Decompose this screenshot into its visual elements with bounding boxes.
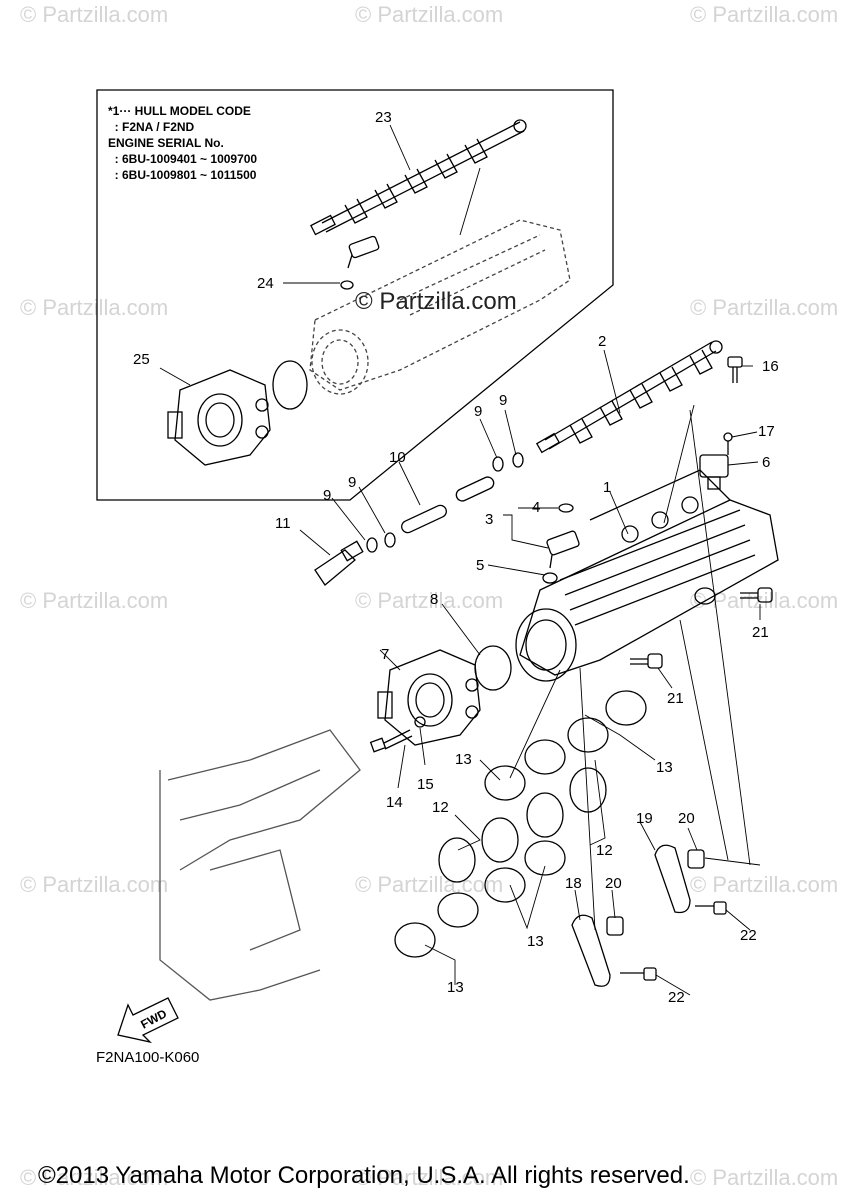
callout-14[interactable]: 14	[386, 794, 403, 811]
inset-fuel-rail	[310, 119, 527, 236]
callout-9[interactable]: 9	[499, 392, 508, 409]
bolts-21	[630, 587, 773, 669]
watermark: © Partzilla.com	[690, 1165, 839, 1190]
leader-lines	[159, 124, 761, 996]
copyright-notice: ©2013 Yamaha Motor Corporation, U.S.A. A…	[38, 1162, 690, 1189]
oring-8	[474, 645, 512, 691]
inset-note-line: *1··· HULL MODEL CODE	[108, 104, 251, 118]
callout-16[interactable]: 16	[762, 358, 779, 375]
callout-21[interactable]: 21	[752, 624, 769, 641]
watermark: © Partzilla.com	[355, 588, 504, 613]
intake-manifold	[515, 469, 779, 682]
callout-6[interactable]: 6	[762, 454, 771, 471]
callout-5[interactable]: 5	[476, 557, 485, 574]
callout-20[interactable]: 20	[678, 810, 695, 827]
callout-13[interactable]: 13	[656, 759, 673, 776]
watermark: © Partzilla.com	[355, 872, 504, 897]
callout-1[interactable]: 1	[603, 479, 612, 496]
callout-12[interactable]: 12	[596, 842, 613, 859]
callout-24[interactable]: 24	[257, 275, 274, 292]
inset-note-line: : 6BU-1009801 ~ 1011500	[108, 168, 257, 182]
intake-duct	[159, 729, 361, 1001]
inset-note: *1··· HULL MODEL CODE : F2NA / F2ND ENGI…	[108, 103, 257, 183]
inset-frame	[96, 89, 614, 501]
fwd-arrow	[117, 997, 179, 1044]
bolt-14	[369, 716, 426, 753]
callout-2[interactable]: 2	[598, 333, 607, 350]
callout-25[interactable]: 25	[133, 351, 150, 368]
watermark: © Partzilla.com	[355, 1165, 504, 1190]
callout-23[interactable]: 23	[375, 109, 392, 126]
callout-15[interactable]: 15	[417, 776, 434, 793]
callout-13[interactable]: 13	[527, 933, 544, 950]
watermark: © Partzilla.com	[20, 588, 169, 613]
inset-note-line: : F2NA / F2ND	[108, 120, 195, 134]
inset-note-line: : 6BU-1009401 ~ 1009700	[108, 152, 258, 166]
callout-9[interactable]: 9	[323, 487, 332, 504]
sensor-6	[699, 432, 733, 490]
watermark: © Partzilla.com	[20, 872, 169, 897]
callout-20[interactable]: 20	[605, 875, 622, 892]
watermark: © Partzilla.com	[690, 295, 839, 320]
callout-22[interactable]: 22	[668, 989, 685, 1006]
hoses	[314, 452, 524, 586]
throttle-body	[377, 649, 481, 746]
inset-manifold	[309, 219, 571, 395]
callout-22[interactable]: 22	[740, 927, 757, 944]
watermark: © Partzilla.com	[20, 295, 169, 320]
callout-13[interactable]: 13	[455, 751, 472, 768]
callout-9[interactable]: 9	[474, 403, 483, 420]
callout-3[interactable]: 3	[485, 511, 494, 528]
callout-18[interactable]: 18	[565, 875, 582, 892]
inset-injector	[340, 235, 380, 290]
callout-9[interactable]: 9	[348, 474, 357, 491]
callout-4[interactable]: 4	[532, 499, 541, 516]
watermark: © Partzilla.com	[20, 2, 169, 27]
callout-7[interactable]: 7	[381, 646, 390, 663]
diagram-code: F2NA100-K060	[96, 1049, 200, 1066]
watermark: © Partzilla.com	[20, 1165, 169, 1190]
watermark: © Partzilla.com	[690, 872, 839, 897]
inset-note-line: ENGINE SERIAL No.	[108, 136, 224, 150]
watermark: © Partzilla.com	[690, 2, 839, 27]
callout-19[interactable]: 19	[636, 810, 653, 827]
callout-11[interactable]: 11	[275, 515, 291, 532]
callout-12[interactable]: 12	[432, 799, 449, 816]
bolt-16	[727, 356, 743, 383]
center-watermark: © Partzilla.com	[355, 288, 517, 315]
inset-oring	[272, 360, 308, 410]
fuel-rail	[535, 340, 723, 454]
watermark: © Partzilla.com	[355, 2, 504, 27]
callout-21[interactable]: 21	[667, 690, 684, 707]
callout-10[interactable]: 10	[389, 449, 406, 466]
injector	[542, 503, 580, 584]
callout-17[interactable]: 17	[758, 423, 775, 440]
callout-13[interactable]: 13	[447, 979, 464, 996]
callout-8[interactable]: 8	[430, 591, 439, 608]
inset-throttle-body	[167, 369, 271, 466]
brackets	[571, 844, 727, 987]
clamps-and-couplings	[394, 690, 647, 958]
